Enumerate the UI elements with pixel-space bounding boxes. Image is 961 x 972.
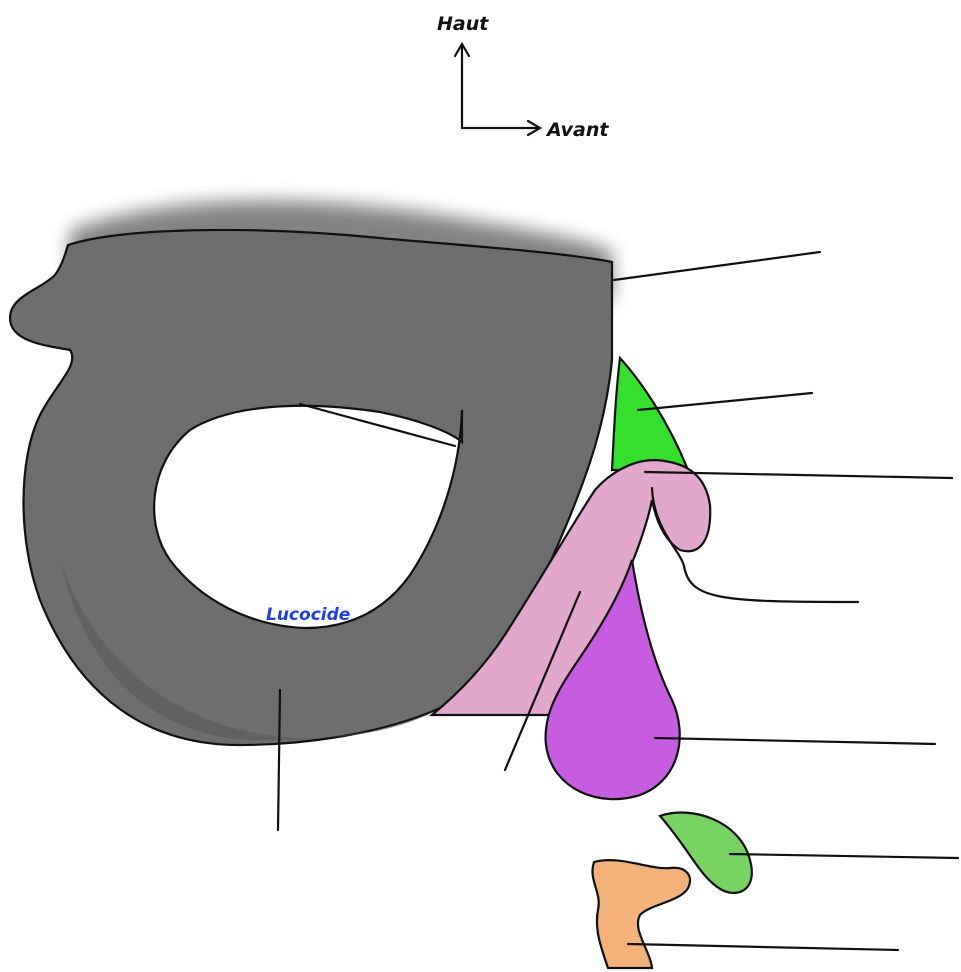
up-label: Haut bbox=[437, 13, 489, 35]
orange-region bbox=[592, 860, 690, 968]
cavity-label: Lucocide bbox=[266, 605, 350, 625]
bright-green-region bbox=[612, 358, 688, 470]
forward-label: Avant bbox=[545, 119, 609, 141]
leader-line-bright-green bbox=[638, 393, 812, 410]
leader-line-orange bbox=[628, 944, 898, 950]
leader-line-purple bbox=[655, 738, 935, 744]
orientation-indicator: Haut Avant bbox=[437, 13, 609, 141]
leader-line-top-edge bbox=[614, 252, 820, 280]
leader-line-light-green bbox=[730, 854, 958, 858]
